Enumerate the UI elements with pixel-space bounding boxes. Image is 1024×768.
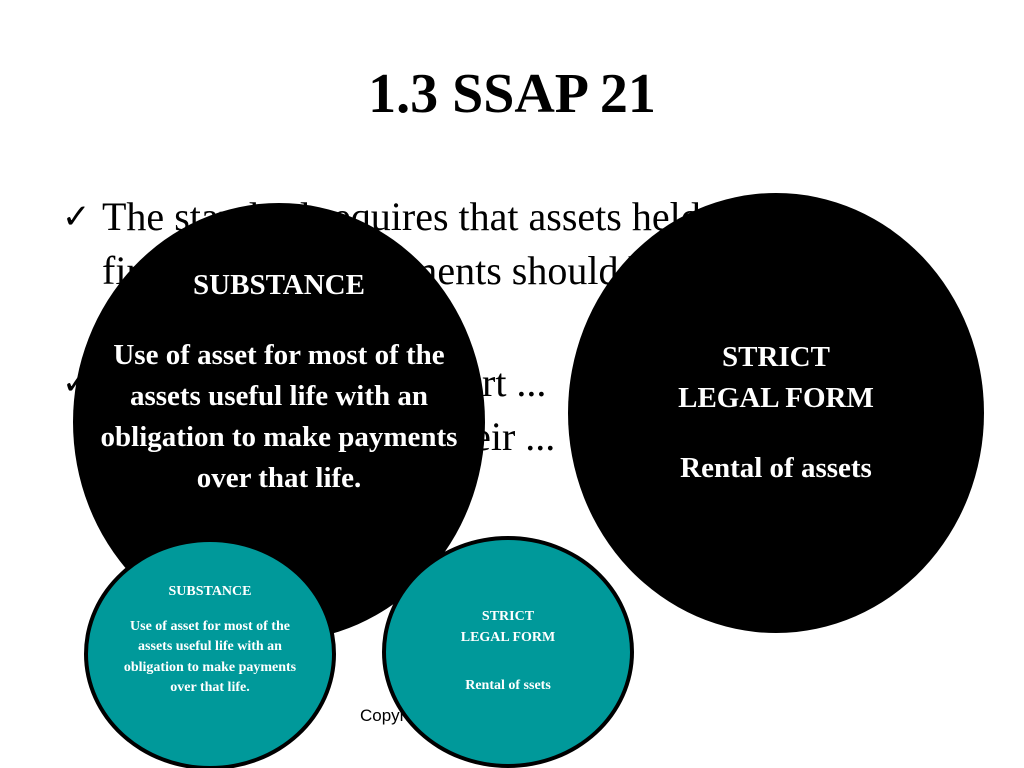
strict-text-small: STRICT LEGAL FORM Rental of ssets — [461, 607, 556, 697]
substance-circle-small: SUBSTANCE Use of asset for most of the a… — [84, 538, 336, 768]
substance-heading: SUBSTANCE — [193, 269, 365, 301]
strict-heading-line-2: LEGAL FORM — [678, 382, 874, 414]
strict-heading-line-1-small: STRICT — [481, 609, 535, 625]
substance-body-small: Use of asset for most of the assets usef… — [123, 618, 297, 696]
checkmark-icon: ✓ — [62, 197, 91, 237]
strict-legal-form-circle-small: STRICT LEGAL FORM Rental of ssets — [382, 536, 634, 768]
substance-heading-small: SUBSTANCE — [168, 584, 252, 599]
strict-body-small: Rental of ssets — [465, 678, 551, 694]
strict-legal-form-circle-large: STRICT LEGAL FORM Rental of assets — [568, 193, 984, 633]
strict-heading-line-2-small: LEGAL FORM — [460, 629, 556, 645]
slide-title: 1.3 SSAP 21 — [368, 63, 656, 125]
strict-text: STRICT LEGAL FORM Rental of assets — [678, 337, 874, 489]
strict-heading-line-1: STRICT — [721, 341, 830, 373]
strict-body: Rental of assets — [680, 452, 872, 484]
substance-text-small: SUBSTANCE Use of asset for most of the a… — [114, 582, 306, 699]
substance-body: Use of asset for most of the assets usef… — [100, 339, 458, 494]
substance-text: SUBSTANCE Use of asset for most of the a… — [93, 265, 465, 499]
